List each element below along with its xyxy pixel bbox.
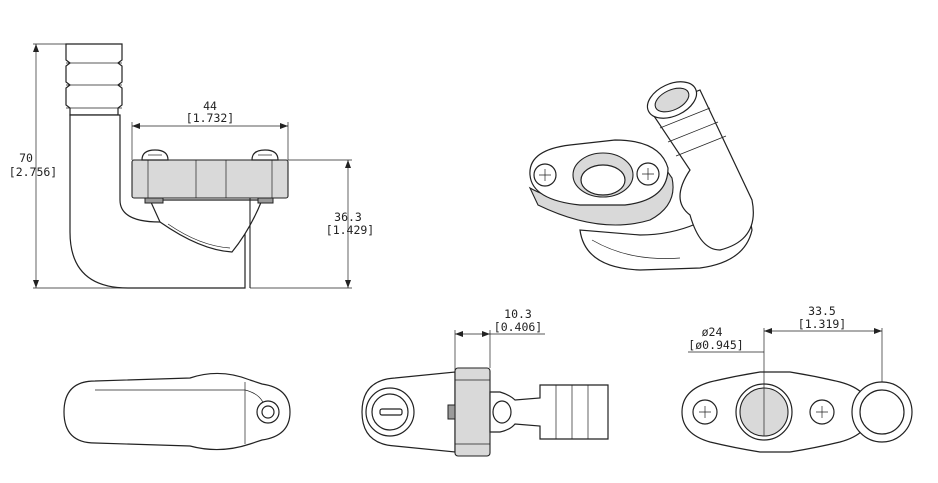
dimension-width: 44 [1.732] (131, 99, 289, 160)
width-mm-label: 44 (203, 99, 217, 113)
dimension-height: 70 [2.756] (9, 43, 128, 289)
spout-offset-in-label: [1.319] (798, 317, 846, 331)
front-view (65, 43, 289, 289)
width-in-label: [1.732] (186, 111, 234, 125)
flange-thickness-mm-label: 10.3 (504, 307, 532, 321)
flange-height-mm-label: 36.3 (334, 210, 362, 224)
bottom-view (63, 372, 291, 451)
dimension-flange-height: 36.3 [1.429] (250, 159, 374, 289)
port-diameter-in-label: [ø0.945] (688, 338, 743, 352)
dimension-flange-thickness: 10.3 [0.406] (454, 307, 545, 372)
flange-thickness-in-label: [0.406] (494, 320, 542, 334)
height-mm-label: 70 (19, 151, 33, 165)
height-in-label: [2.756] (9, 165, 57, 179)
dimension-spout-offset: 33.5 [1.319] (763, 304, 883, 382)
isometric-view (528, 81, 754, 271)
top-view (681, 371, 913, 453)
spout-offset-mm-label: 33.5 (808, 304, 836, 318)
side-view (361, 367, 609, 457)
flange-height-in-label: [1.429] (326, 223, 374, 237)
port-diameter-mm-label: ø24 (702, 325, 723, 339)
dimension-port-diameter: ø24 [ø0.945] (688, 325, 765, 388)
